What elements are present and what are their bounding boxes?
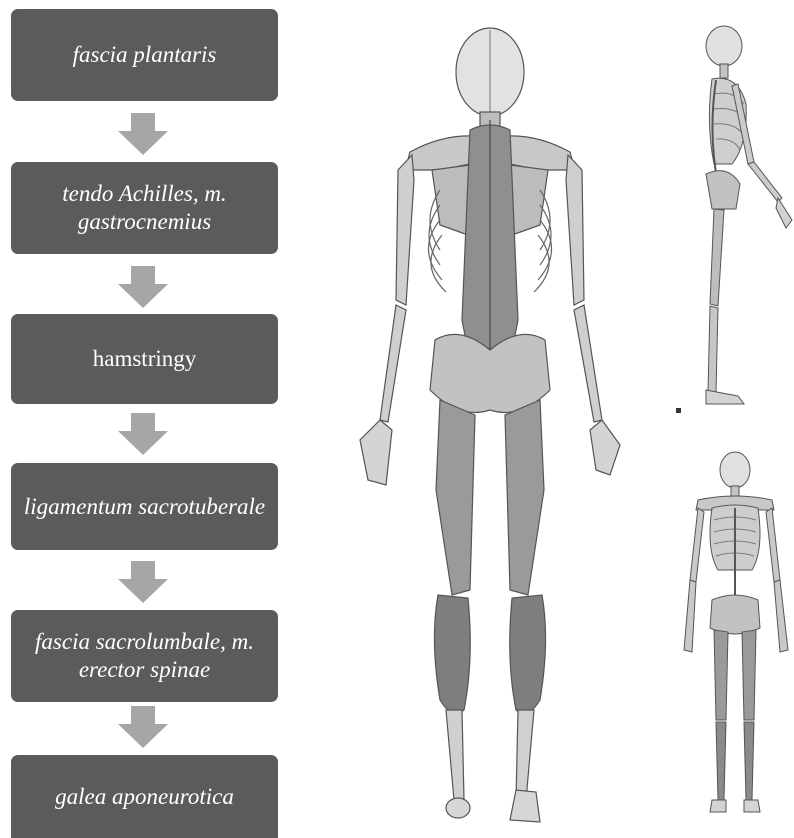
skeleton-front-view-illustration	[676, 450, 794, 825]
skeleton-side-view-illustration	[678, 24, 794, 410]
step-label-2: tendo Achilles, m. gastrocnemius	[21, 180, 268, 236]
step-label-1: fascia plantaris	[73, 41, 217, 69]
skeleton-back-view-illustration	[340, 20, 640, 825]
step-box-1: fascia plantaris	[11, 9, 278, 101]
step-label-6: galea aponeurotica	[55, 783, 234, 811]
step-label-3: hamstringy	[93, 345, 197, 373]
step-box-3: hamstringy	[11, 314, 278, 404]
step-box-2: tendo Achilles, m. gastrocnemius	[11, 162, 278, 254]
down-arrow-icon	[118, 413, 168, 455]
step-box-4: ligamentum sacrotuberale	[11, 463, 278, 550]
step-box-6: galea aponeurotica	[11, 755, 278, 838]
step-box-5: fascia sacrolumbale, m. erector spinae	[11, 610, 278, 702]
dot-marker	[676, 408, 681, 413]
down-arrow-icon	[118, 706, 168, 748]
step-label-4: ligamentum sacrotuberale	[24, 493, 265, 521]
down-arrow-icon	[118, 561, 168, 603]
down-arrow-icon	[118, 113, 168, 155]
down-arrow-icon	[118, 266, 168, 308]
step-label-5: fascia sacrolumbale, m. erector spinae	[21, 628, 268, 684]
